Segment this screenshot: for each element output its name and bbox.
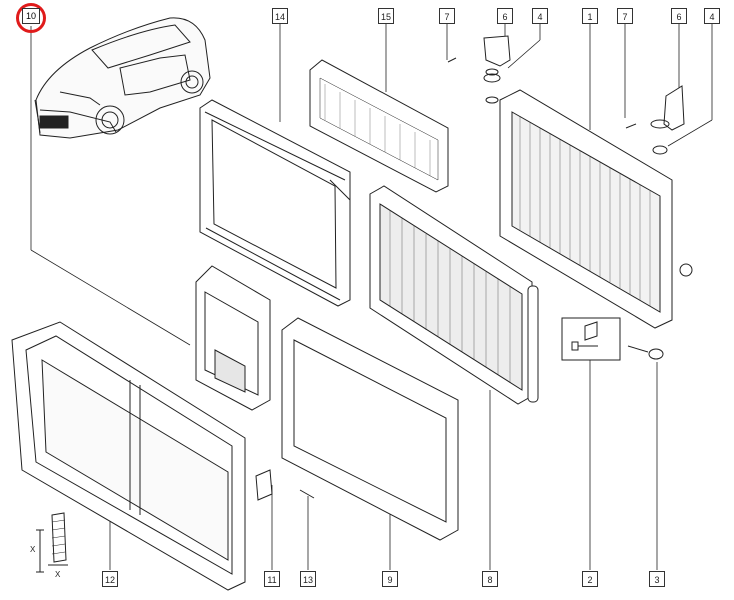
dimension-label-x-bottom: X: [55, 570, 61, 579]
callout-7-top[interactable]: 7: [439, 8, 455, 24]
part-14-shroud-frame: [199, 99, 351, 307]
callout-7-right[interactable]: 7: [617, 8, 633, 24]
callout-9[interactable]: 9: [382, 571, 398, 587]
dimension-label-x-left: X: [30, 545, 36, 554]
dimension-sketch: [36, 512, 68, 573]
callout-6-right[interactable]: 6: [671, 8, 687, 24]
callout-15[interactable]: 15: [378, 8, 394, 24]
callout-13[interactable]: 13: [300, 571, 316, 587]
callout-1[interactable]: 1: [582, 8, 598, 24]
callout-14[interactable]: 14: [272, 8, 288, 24]
callout-12[interactable]: 12: [102, 571, 118, 587]
part-12-front-frame: [11, 321, 246, 591]
part-3-grommet: [627, 345, 664, 360]
part-2-fastener-kit: [561, 317, 621, 361]
callout-8[interactable]: 8: [482, 571, 498, 587]
callout-10[interactable]: 10: [22, 8, 40, 24]
callout-3[interactable]: 3: [649, 571, 665, 587]
part-8-condenser: [369, 185, 539, 405]
part-1-radiator: [499, 85, 693, 329]
callout-4-right[interactable]: 4: [704, 8, 720, 24]
callout-2[interactable]: 2: [582, 571, 598, 587]
part-11-bracket: [255, 469, 315, 501]
part-15-cooler: [309, 59, 449, 193]
part-9-fan-shroud: [281, 317, 459, 541]
callout-6-top[interactable]: 6: [497, 8, 513, 24]
car-illustration: [34, 17, 211, 139]
highlight-circle: [16, 3, 46, 33]
callout-11[interactable]: 11: [264, 571, 280, 587]
mount-bracket-top: [447, 35, 511, 104]
part-10-air-guide: [195, 265, 271, 411]
callout-4-top[interactable]: 4: [532, 8, 548, 24]
